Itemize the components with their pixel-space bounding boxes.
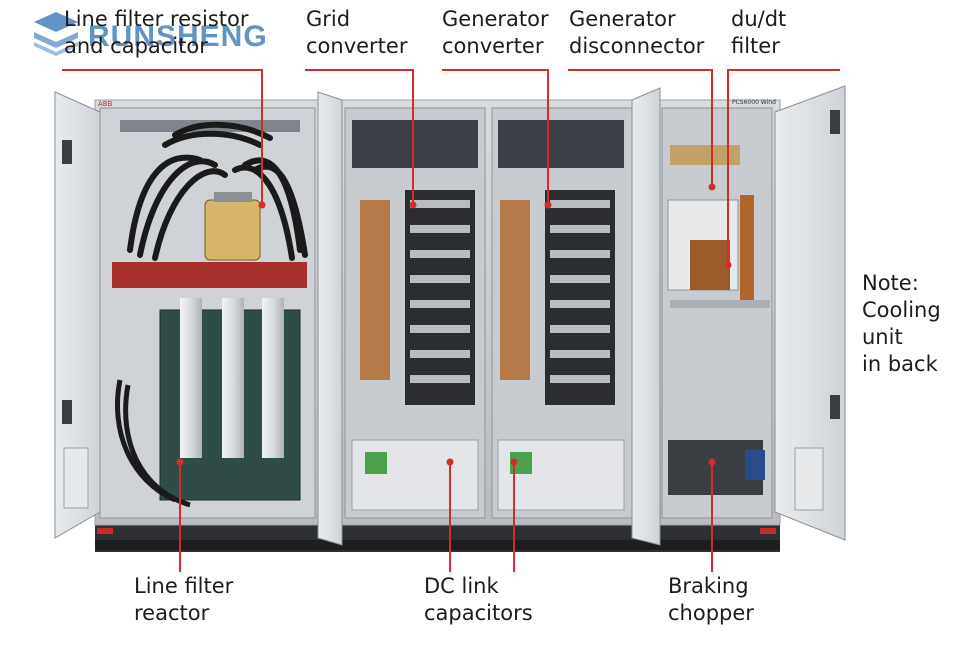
middle-door-2 <box>631 87 661 546</box>
label-line-1: Generator <box>569 7 676 31</box>
right-door <box>774 85 846 541</box>
label-line-filter-resistor: Line filter resistor and capacitor <box>64 6 249 60</box>
logo-icon <box>34 12 78 56</box>
note-line-2: Cooling <box>862 298 941 322</box>
label-dc-link-capacitors: DC link capacitors <box>424 573 533 627</box>
leader-dots <box>176 183 732 466</box>
middle-door-1 <box>317 91 343 546</box>
label-line-2: disconnector <box>569 34 705 58</box>
label-line-1: Braking <box>668 574 749 598</box>
label-line-1: Line filter <box>134 574 234 598</box>
logo-text: RUNSHENG <box>88 20 268 53</box>
leader-generator-converter <box>442 69 549 205</box>
label-line-2: converter <box>442 34 544 58</box>
note-line-3: unit <box>862 325 903 349</box>
reactor-cables <box>114 379 191 508</box>
label-line-2: and capacitor <box>64 34 208 58</box>
label-line-filter-reactor: Line filter reactor <box>134 573 233 627</box>
label-line-1: Line filter resistor <box>64 7 249 31</box>
label-grid-converter: Grid converter <box>306 6 407 60</box>
leader-lines <box>62 69 840 572</box>
leader-generator-disconnector <box>568 69 713 187</box>
label-line-2: capacitors <box>424 601 533 625</box>
label-dudt-filter: du/dt filter <box>731 6 786 60</box>
label-generator-disconnector: Generator disconnector <box>569 6 704 60</box>
label-line-1: Generator <box>442 7 549 31</box>
dudt-coil <box>690 240 730 290</box>
brand-mark: ABB <box>98 100 113 108</box>
label-line-2: chopper <box>668 601 754 625</box>
label-generator-converter: Generator converter <box>442 6 549 60</box>
label-line-1: du/dt <box>731 7 787 31</box>
model-tag: PCS6000 Wind <box>732 99 776 106</box>
leader-line-filter-resistor <box>62 69 263 205</box>
label-line-2: converter <box>306 34 408 58</box>
label-line-1: DC link <box>424 574 499 598</box>
label-line-2: filter <box>731 34 780 58</box>
leader-dudt-filter <box>727 69 840 265</box>
resistor-coil <box>204 199 261 261</box>
logo-watermark: RUNSHENG <box>30 8 267 56</box>
note-line-1: Note: <box>862 271 919 295</box>
note-line-4: in back <box>862 352 938 376</box>
label-line-1: Grid <box>306 7 351 31</box>
leader-grid-converter <box>305 69 414 205</box>
label-braking-chopper: Braking chopper <box>668 573 754 627</box>
left-door <box>54 91 101 539</box>
label-line-2: reactor <box>134 601 210 625</box>
label-note: Note: Cooling unit in back <box>862 270 941 378</box>
